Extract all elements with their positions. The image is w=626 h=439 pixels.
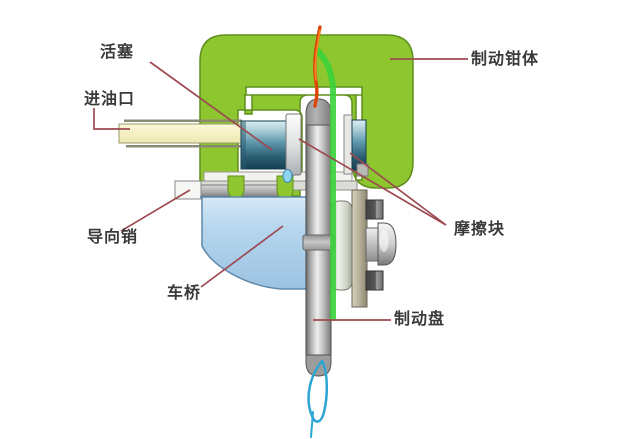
brake-disc-group xyxy=(302,98,335,377)
pen-annotations xyxy=(307,25,336,438)
leader-axle xyxy=(200,225,284,288)
pen-stroke-red xyxy=(313,25,322,108)
left-friction-pad xyxy=(285,113,302,176)
oil-inlet-pipe xyxy=(118,119,249,148)
leader-oil-inlet xyxy=(93,108,130,130)
leader-guide-pin xyxy=(120,189,191,232)
pipe-body xyxy=(118,123,249,144)
leader-friction-right xyxy=(349,152,447,226)
brake-disc-top-cap xyxy=(305,98,332,126)
caliper-body-shape xyxy=(199,34,414,197)
label-guide-pin: 导向销 xyxy=(87,227,139,246)
piston-end-shade xyxy=(241,121,246,169)
label-friction-pads: 摩擦块 xyxy=(454,219,506,238)
caliper-tab xyxy=(227,175,245,199)
leader-friction-left xyxy=(298,138,447,226)
label-caliper-body: 制动钳体 xyxy=(471,49,540,68)
pen-stroke-green xyxy=(314,47,336,321)
disc-hub-band xyxy=(302,234,335,251)
label-axle: 车桥 xyxy=(167,283,202,302)
leader-lines xyxy=(93,58,468,321)
wheel-bolt-top xyxy=(365,199,384,220)
pen-stroke-blue-tail xyxy=(310,411,314,438)
leader-piston xyxy=(149,61,273,151)
label-brake-disc: 制动盘 xyxy=(394,309,446,328)
label-piston: 活塞 xyxy=(100,42,135,61)
wheel-bolt-bottom xyxy=(365,270,384,291)
pipe-outline-top xyxy=(124,119,242,122)
axle-nut-neck xyxy=(365,227,380,262)
pen-stroke-orange-core xyxy=(314,29,321,81)
pipe-outline-bottom xyxy=(126,145,242,148)
fluid-drip xyxy=(282,169,293,183)
hub-flange xyxy=(351,189,368,308)
axle-nut-highlight xyxy=(379,230,389,252)
hub-assembly xyxy=(330,189,397,308)
pen-stroke-blue-loop xyxy=(307,359,328,423)
label-oil-inlet: 进油口 xyxy=(84,89,136,108)
